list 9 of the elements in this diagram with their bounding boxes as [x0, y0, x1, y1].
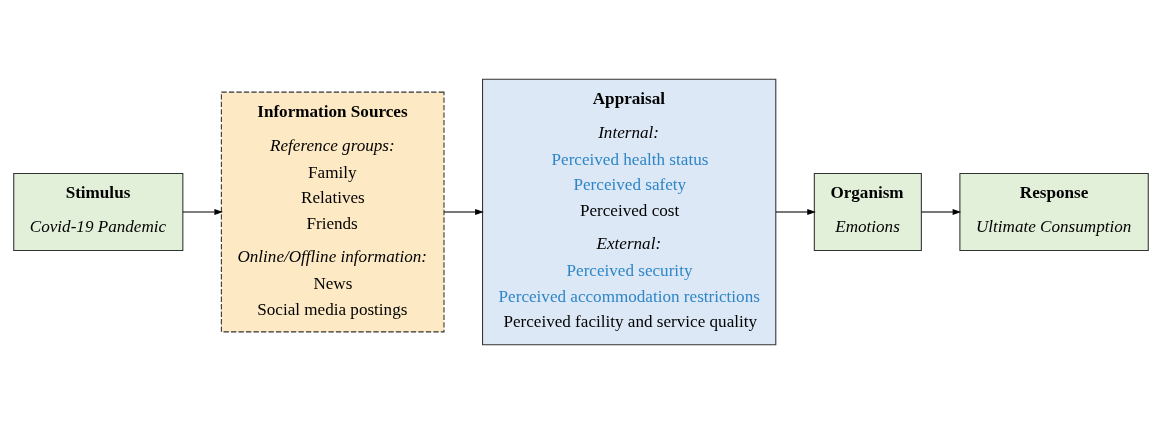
arrow	[921, 208, 962, 215]
arrow	[182, 208, 223, 215]
arrow	[443, 208, 484, 215]
node-box: Information Sources Reference groups: Family Relatives Friends Online/Offline information: News Social media postings	[220, 91, 445, 332]
node-box: Organism Emotions	[813, 172, 922, 251]
node-box: Response Ultimate Consumption	[959, 172, 1149, 251]
arrow	[775, 208, 816, 215]
node-box: Appraisal Internal: Perceived health status Perceived safety Perceived cost External: Perceived security Perceived accommodation restrictions Perceived facility and service quality	[482, 78, 777, 345]
node-box: Stimulus Covid-19 Pandemic	[13, 172, 184, 251]
